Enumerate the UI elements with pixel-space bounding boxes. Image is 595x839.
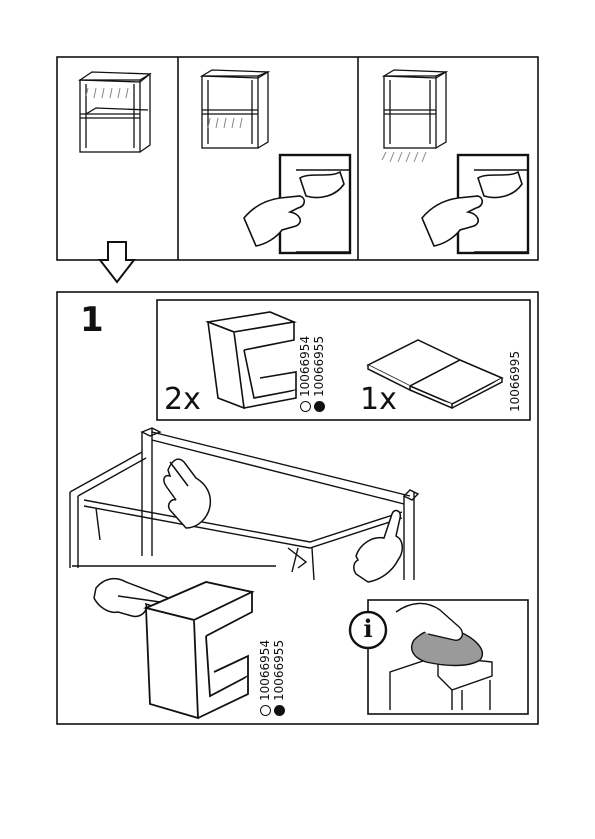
board-quantity: 1x bbox=[360, 382, 397, 417]
shelf-unit-illustration bbox=[80, 72, 150, 152]
dust-lines-icon bbox=[86, 88, 128, 98]
clip-part-code-list: 10066954 10066955 bbox=[298, 336, 326, 412]
info-symbol: i bbox=[358, 614, 378, 643]
board-part-code: 10066995 bbox=[508, 351, 522, 412]
part-code-row: 10066955 bbox=[312, 336, 326, 412]
cleaning-illustration bbox=[390, 603, 492, 710]
part-code: 10066955 bbox=[312, 336, 326, 397]
dust-lines-icon bbox=[208, 118, 242, 128]
filled-circle-icon bbox=[314, 401, 325, 412]
part-code: 10066954 bbox=[258, 640, 272, 701]
down-arrow-icon bbox=[100, 242, 134, 282]
pointing-hand-illustration bbox=[164, 459, 210, 528]
filled-circle-icon bbox=[274, 705, 285, 716]
shelf-unit-illustration bbox=[202, 70, 268, 148]
part-code-row: 10066954 bbox=[258, 640, 272, 716]
clip-quantity: 2x bbox=[164, 382, 201, 417]
peel-film-illustration bbox=[244, 155, 350, 253]
step-number: 1 bbox=[80, 300, 104, 340]
part-code: 10066955 bbox=[272, 640, 286, 701]
peel-film-illustration bbox=[422, 155, 528, 253]
detail-part-code-list: 10066954 10066955 bbox=[258, 640, 286, 716]
clip-part-illustration bbox=[208, 312, 296, 408]
shelf-unit-illustration bbox=[384, 70, 446, 148]
pointing-hand-illustration bbox=[354, 511, 402, 582]
dust-lines-icon bbox=[382, 152, 426, 162]
open-circle-icon bbox=[300, 401, 311, 412]
part-code-row: 10066954 bbox=[298, 336, 312, 412]
part-code-row: 10066955 bbox=[272, 640, 286, 716]
part-code: 10066954 bbox=[298, 336, 312, 397]
clip-part-detail-illustration bbox=[146, 582, 252, 718]
open-circle-icon bbox=[260, 705, 271, 716]
